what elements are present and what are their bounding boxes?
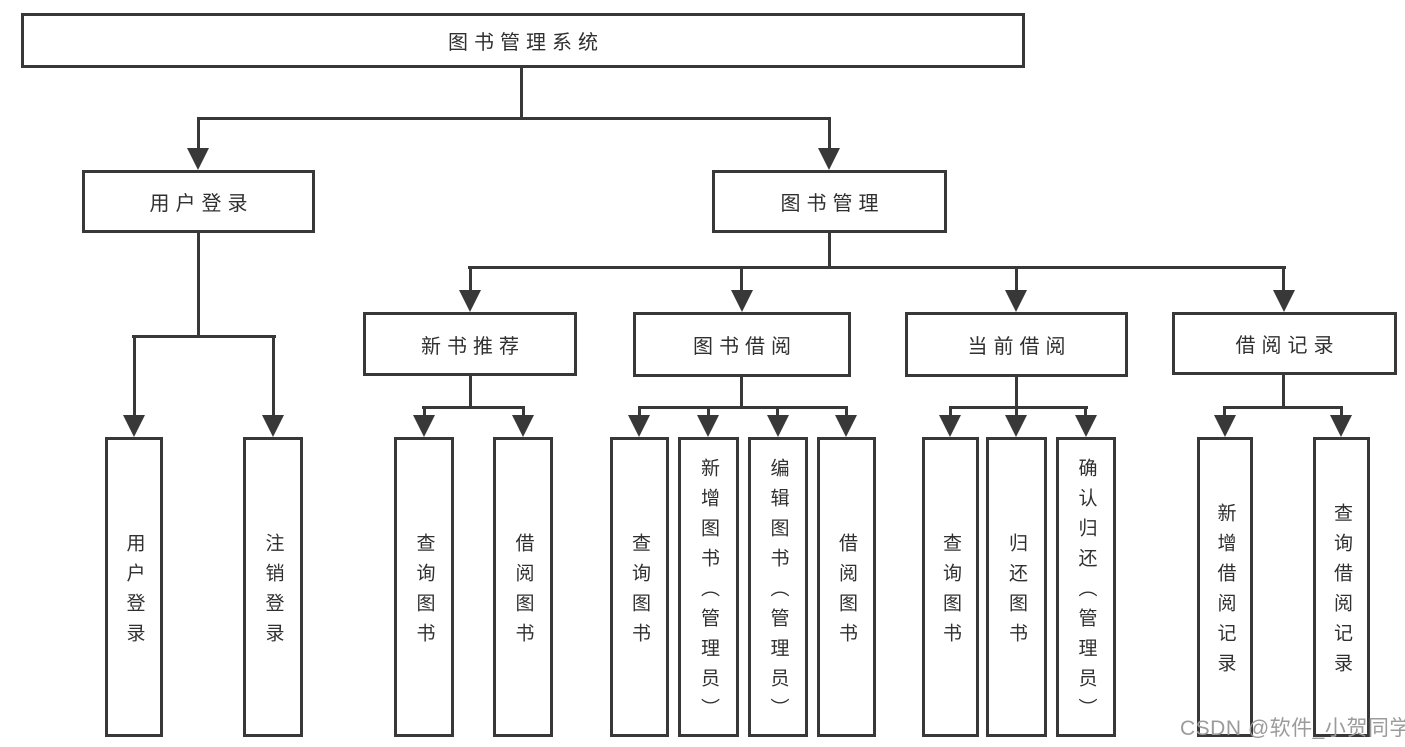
arrowhead-down-icon — [512, 415, 534, 437]
node-leaf-confirm-return-admin: 确认归还（管理员） — [1056, 437, 1116, 737]
node-current-borrowing: 当前借阅 — [905, 312, 1128, 377]
node-leaf-query-books-borrowing: 查询图书 — [610, 437, 669, 737]
arrowhead-down-icon — [628, 415, 650, 437]
arrowhead-down-icon — [1075, 415, 1097, 437]
connector-user-login-drop — [197, 233, 200, 337]
connector-leaf-shaft — [133, 335, 136, 416]
connector-leaf-shaft — [522, 406, 525, 417]
node-leaf-add-borrow-record: 新增借阅记录 — [1197, 437, 1253, 737]
connector-leaf-shaft — [707, 406, 710, 417]
arrowhead-down-icon — [1005, 290, 1027, 312]
connector-leaf-shaft — [638, 406, 641, 417]
connector-records-branch — [1223, 406, 1343, 409]
arrowhead-down-icon — [123, 415, 145, 437]
connector-book-mgmt-shaft — [828, 117, 831, 149]
node-leaf-logout: 注销登录 — [243, 437, 303, 737]
arrowhead-down-icon — [1214, 415, 1236, 437]
arrowhead-down-icon — [767, 415, 789, 437]
connector-leaf-shaft — [776, 406, 779, 417]
connector-leaf-shaft — [272, 335, 275, 416]
connector-recommend-drop — [469, 376, 472, 407]
node-leaf-user-login: 用户登录 — [105, 437, 163, 737]
arrowhead-down-icon — [697, 415, 719, 437]
node-leaf-borrow-books-recommend: 借阅图书 — [493, 437, 553, 737]
connector-leaf-shaft — [1223, 406, 1226, 417]
node-borrowing-records: 借阅记录 — [1172, 312, 1397, 375]
connector-level3-shaft — [740, 266, 743, 292]
node-user-login: 用户登录 — [82, 170, 315, 233]
node-leaf-add-book-admin: 新增图书（管理员） — [678, 437, 739, 737]
arrowhead-down-icon — [187, 148, 209, 170]
arrowhead-down-icon — [459, 290, 481, 312]
node-leaf-query-borrow-record: 查询借阅记录 — [1313, 437, 1370, 737]
connector-level3-shaft — [469, 266, 472, 292]
node-book-borrowing: 图书借阅 — [633, 312, 851, 377]
connector-borrowing-drop — [740, 377, 743, 407]
connector-user-login-branch — [132, 335, 276, 338]
connector-leaf-shaft — [949, 406, 952, 417]
connector-level3-shaft — [1282, 266, 1285, 292]
arrowhead-down-icon — [818, 148, 840, 170]
connector-level2-branch — [197, 117, 831, 120]
connector-records-drop — [1282, 375, 1285, 407]
connector-user-login-shaft — [197, 117, 200, 149]
connector-current-branch — [949, 406, 1088, 409]
connector-root-drop — [520, 68, 523, 117]
connector-leaf-shaft — [1015, 406, 1018, 417]
arrowhead-down-icon — [939, 415, 961, 437]
connector-leaf-shaft — [845, 406, 848, 417]
connector-leaf-shaft — [1340, 406, 1343, 417]
connector-level3-branch — [468, 266, 1286, 269]
node-leaf-query-books-current: 查询图书 — [922, 437, 979, 737]
node-leaf-borrow-books-borrowing: 借阅图书 — [817, 437, 876, 737]
arrowhead-down-icon — [835, 415, 857, 437]
connector-current-drop — [1015, 377, 1018, 407]
arrowhead-down-icon — [262, 415, 284, 437]
node-book-management: 图书管理 — [712, 170, 947, 233]
connector-book-mgmt-drop — [828, 233, 831, 268]
node-leaf-return-book: 归还图书 — [986, 437, 1047, 737]
arrowhead-down-icon — [1330, 415, 1352, 437]
node-library-system: 图书管理系统 — [21, 13, 1025, 68]
connector-borrowing-branch — [638, 406, 848, 409]
node-leaf-edit-book-admin: 编辑图书（管理员） — [748, 437, 808, 737]
watermark-text: CSDN @软件_小贺同学 — [1180, 717, 1405, 740]
node-new-book-recommend: 新书推荐 — [363, 312, 577, 376]
arrowhead-down-icon — [731, 290, 753, 312]
node-leaf-query-books-recommend: 查询图书 — [394, 437, 454, 737]
arrowhead-down-icon — [1273, 290, 1295, 312]
connector-level3-shaft — [1015, 266, 1018, 292]
connector-leaf-shaft — [1084, 406, 1087, 417]
arrowhead-down-icon — [1005, 415, 1027, 437]
arrowhead-down-icon — [413, 415, 435, 437]
connector-leaf-shaft — [423, 406, 426, 417]
connector-recommend-branch — [422, 406, 525, 409]
